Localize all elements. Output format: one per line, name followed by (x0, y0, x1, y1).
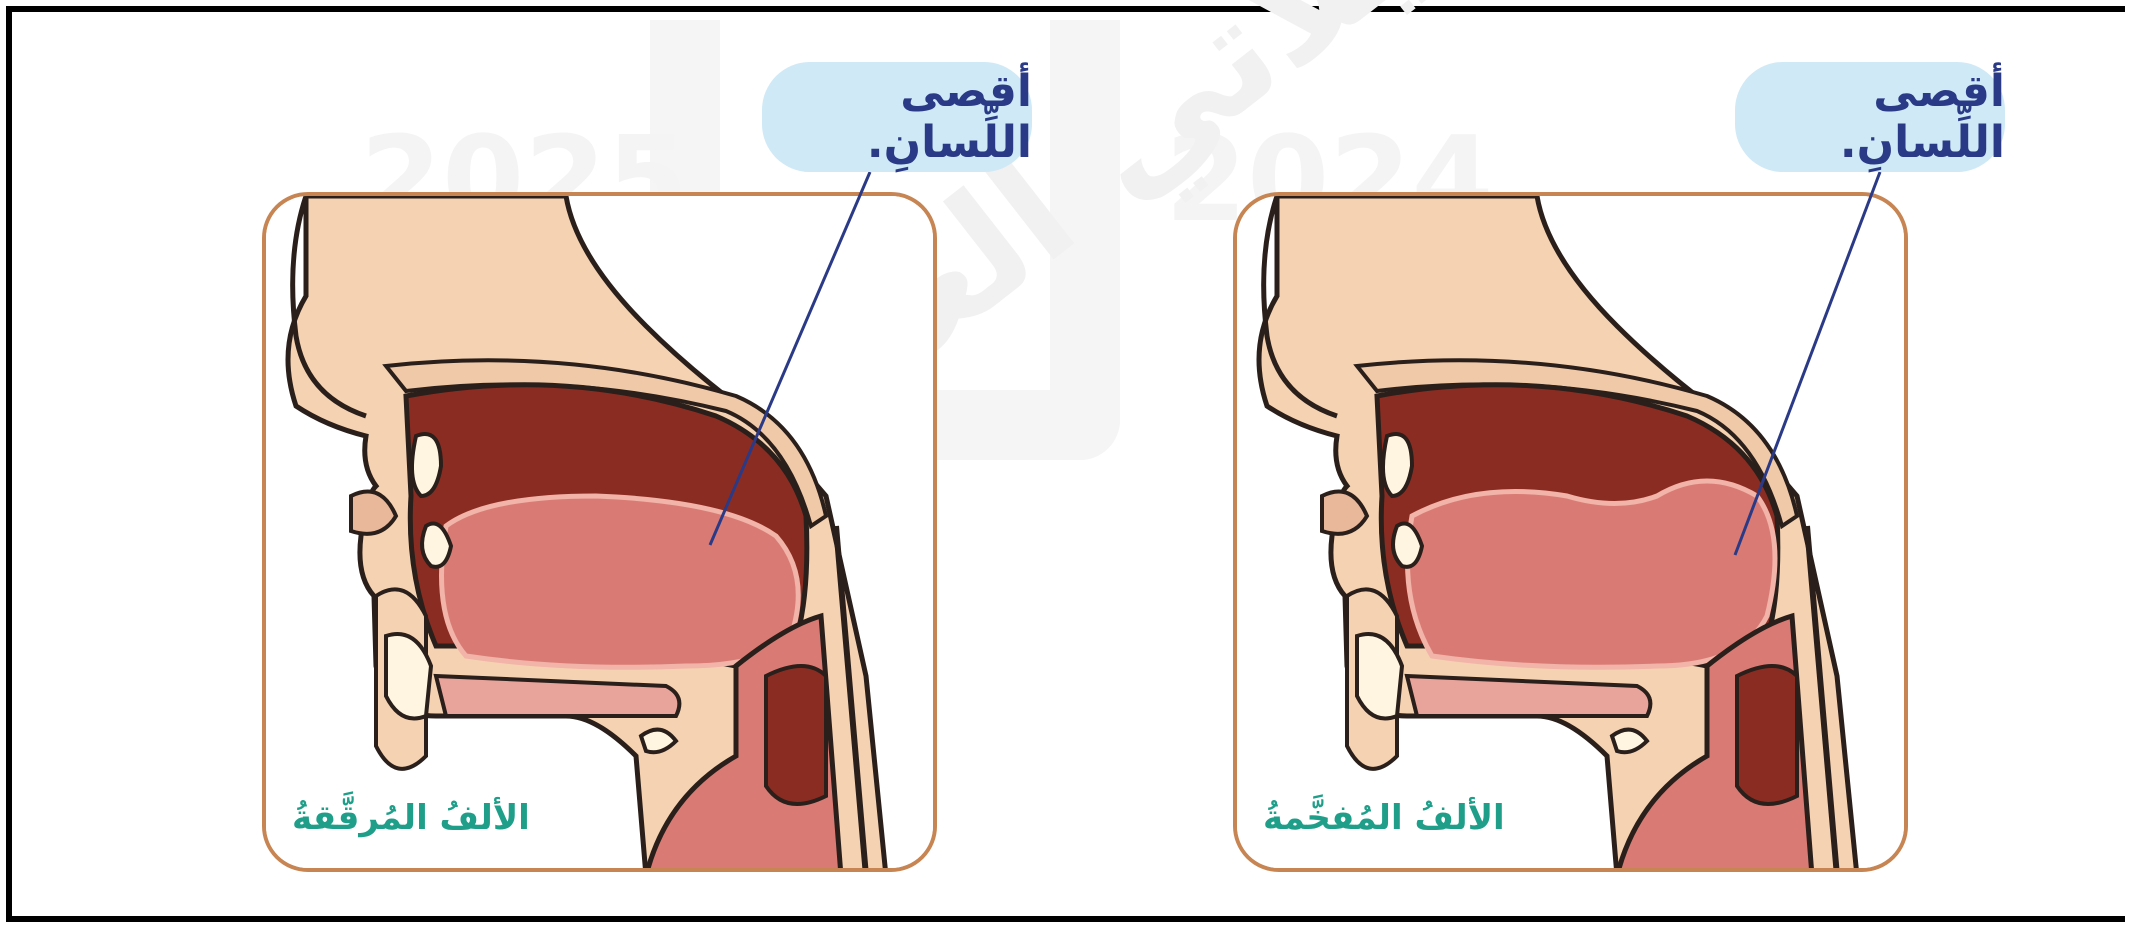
pointer-line-light (710, 172, 870, 545)
label-bubble-light: أقصى اللِّسانِ. (762, 62, 1032, 172)
label-bubble-heavy: أقصى اللِّسانِ. (1735, 62, 2005, 172)
pointer-line-heavy (1735, 172, 1880, 555)
